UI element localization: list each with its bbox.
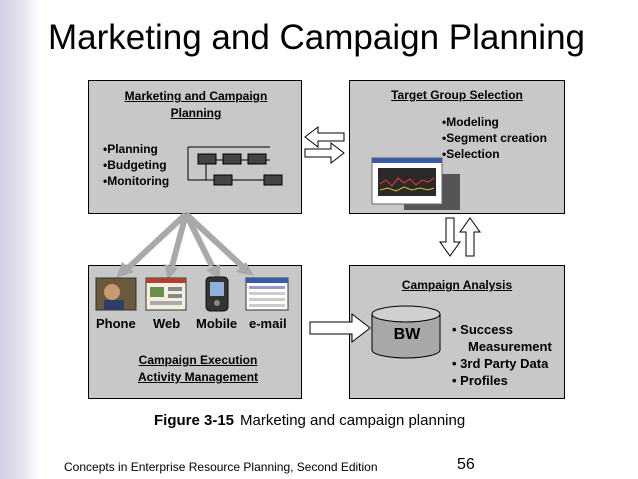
campaign-execution-title-line1: Campaign Execution bbox=[138, 353, 258, 367]
channel-fanout-arrows bbox=[116, 211, 254, 280]
slide-title: Marketing and Campaign Planning bbox=[48, 18, 585, 57]
analysis-bullet-third-party-data: • 3rd Party Data bbox=[452, 356, 549, 371]
analysis-bullet-profiles: • Profiles bbox=[452, 373, 508, 388]
planning-panel-title-line1: Marketing and Campaign bbox=[124, 89, 268, 103]
campaign-analysis-title: Campaign Analysis bbox=[401, 278, 513, 292]
analysis-bullet-success: • Success bbox=[452, 322, 513, 337]
channel-label-email: e-mail bbox=[249, 316, 287, 331]
channel-label-phone: Phone bbox=[96, 316, 136, 331]
footer-book-title: Concepts in Enterprise Resource Planning… bbox=[64, 460, 378, 474]
figure-caption-text: Marketing and campaign planning bbox=[240, 412, 466, 429]
web-page-image bbox=[145, 277, 187, 311]
target-bullet-selection: •Selection bbox=[442, 147, 500, 161]
figure-number: Figure 3-15 bbox=[154, 412, 235, 429]
target-bullets: •Modeling •Segment creation •Selection bbox=[442, 114, 547, 162]
email-client-image bbox=[245, 277, 289, 311]
target-bullet-modeling: •Modeling bbox=[442, 115, 499, 129]
execution-to-analysis-arrow bbox=[309, 312, 371, 344]
bw-database-icon bbox=[371, 305, 441, 359]
target-bullet-segment-creation: •Segment creation bbox=[442, 131, 547, 145]
planning-bullets: •Planning •Budgeting •Monitoring bbox=[103, 141, 169, 189]
analysis-bullets: • Success Measurement • 3rd Party Data •… bbox=[452, 321, 552, 389]
process-flow-icon bbox=[187, 146, 283, 186]
double-arrow-left-right bbox=[304, 125, 345, 165]
channel-label-mobile: Mobile bbox=[196, 316, 238, 331]
analysis-bullet-measurement: Measurement bbox=[468, 339, 552, 354]
target-group-panel-title: Target Group Selection bbox=[391, 88, 523, 102]
slide-side-gradient bbox=[0, 0, 40, 479]
planning-bullet-budgeting: •Budgeting bbox=[103, 158, 167, 172]
page-number: 56 bbox=[457, 456, 475, 473]
segmentation-screenshot-icon bbox=[371, 157, 460, 210]
phone-image bbox=[95, 277, 137, 311]
planning-panel-title-line2: Planning bbox=[170, 106, 222, 120]
planning-bullet-planning: •Planning bbox=[103, 142, 158, 156]
campaign-execution-title-line2: Activity Management bbox=[137, 370, 259, 384]
bw-database-label: BW bbox=[393, 326, 421, 343]
mobile-device-image bbox=[205, 276, 229, 312]
double-arrow-up-down bbox=[439, 217, 481, 257]
figure-caption: Figure 3-15 Marketing and campaign planni… bbox=[154, 412, 465, 429]
channel-label-web: Web bbox=[153, 316, 181, 331]
planning-bullet-monitoring: •Monitoring bbox=[103, 174, 170, 188]
